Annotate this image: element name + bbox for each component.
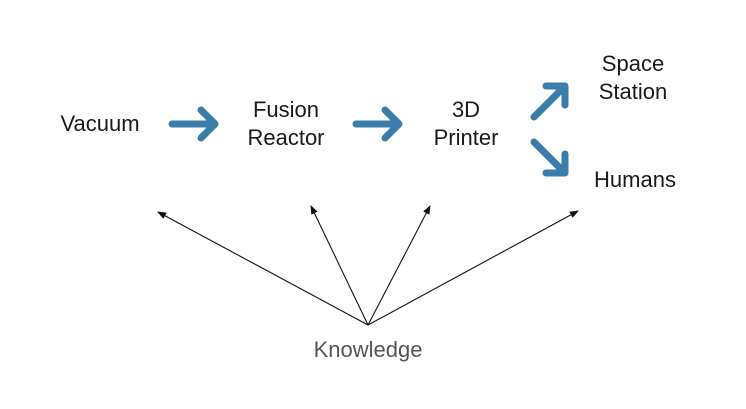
flow-arrow-printer-to-space-station-icon — [530, 82, 569, 121]
knowledge-to-fusion-reactor-arrow-icon — [310, 205, 369, 326]
space-station-label-line2: Station — [599, 79, 668, 104]
knowledge-to-vacuum-arrow-icon — [157, 211, 369, 326]
knowledge-arrows — [157, 205, 579, 326]
knowledge-to-humans-arrow-icon — [367, 210, 579, 326]
node-3d-printer: 3D Printer — [434, 97, 499, 150]
knowledge-label: Knowledge — [314, 337, 423, 362]
printer-label-line2: Printer — [434, 125, 499, 150]
node-vacuum: Vacuum — [60, 111, 139, 136]
space-station-label-line1: Space — [602, 51, 664, 76]
knowledge-to-3d-printer-arrow-icon — [367, 205, 431, 326]
vacuum-label: Vacuum — [60, 111, 139, 136]
flow-arrow-printer-to-humans-icon — [530, 138, 569, 177]
node-humans: Humans — [594, 167, 676, 192]
fusion-reactor-label-line2: Reactor — [247, 125, 324, 150]
node-space-station: Space Station — [599, 51, 668, 104]
node-knowledge: Knowledge — [314, 337, 423, 362]
humans-label: Humans — [594, 167, 676, 192]
flow-arrow-vacuum-to-fusion-icon — [168, 106, 219, 142]
printer-label-line1: 3D — [452, 97, 480, 122]
fusion-reactor-label-line1: Fusion — [253, 97, 319, 122]
flow-arrow-fusion-to-printer-icon — [352, 106, 403, 142]
node-fusion-reactor: Fusion Reactor — [247, 97, 324, 150]
